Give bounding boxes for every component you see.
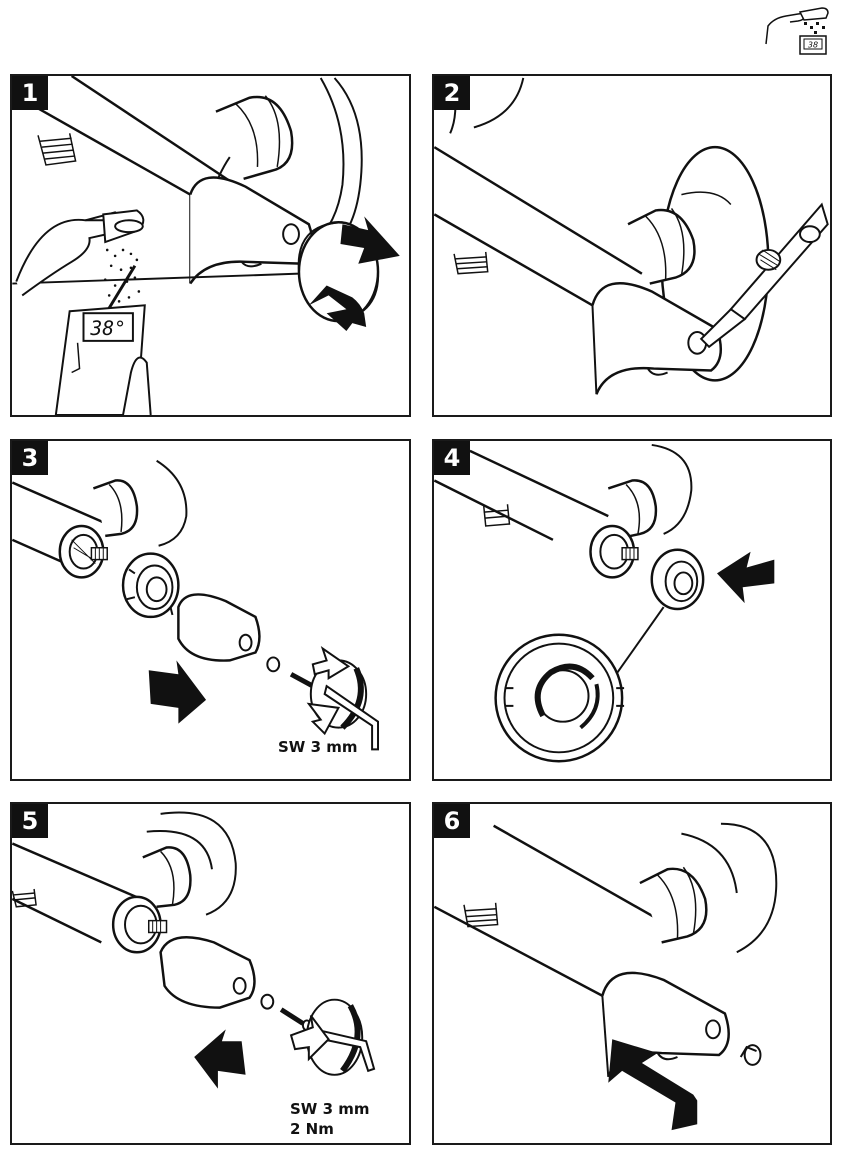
step-6-illustration — [434, 822, 778, 1131]
tool-size-note: SW 3 mm — [278, 738, 358, 756]
corner-icon-display: 38 — [808, 41, 818, 50]
step-2-panel: 2 — [432, 74, 832, 417]
step-number-badge: 2 — [434, 76, 470, 110]
hand-shower-thermometer-icon: 38 — [764, 4, 830, 56]
tool-size-note: SW 3 mm — [290, 1100, 370, 1118]
step-number-badge: 1 — [12, 76, 48, 110]
step-6-panel: 6 — [432, 802, 832, 1145]
step-number-badge: 5 — [12, 804, 48, 838]
torque-note: 2 Nm — [290, 1120, 334, 1138]
step-4-panel: 4 — [432, 439, 832, 781]
step-2-illustration — [434, 77, 829, 395]
step-1-illustration: 38° — [12, 76, 400, 415]
step-5-illustration — [12, 811, 376, 1089]
step-number-badge: 4 — [434, 441, 470, 475]
step-5-panel: 5 SW 3 mm 2 Nm — [10, 802, 411, 1145]
step-3-panel: 3 SW 3 mm — [10, 439, 411, 781]
thermometer-reading: 38° — [89, 317, 126, 340]
step-1-panel: 1 — [10, 74, 411, 417]
step-number-badge: 3 — [12, 441, 48, 475]
step-3-illustration — [12, 459, 380, 751]
step-number-badge: 6 — [434, 804, 470, 838]
step-4-illustration — [434, 443, 775, 763]
